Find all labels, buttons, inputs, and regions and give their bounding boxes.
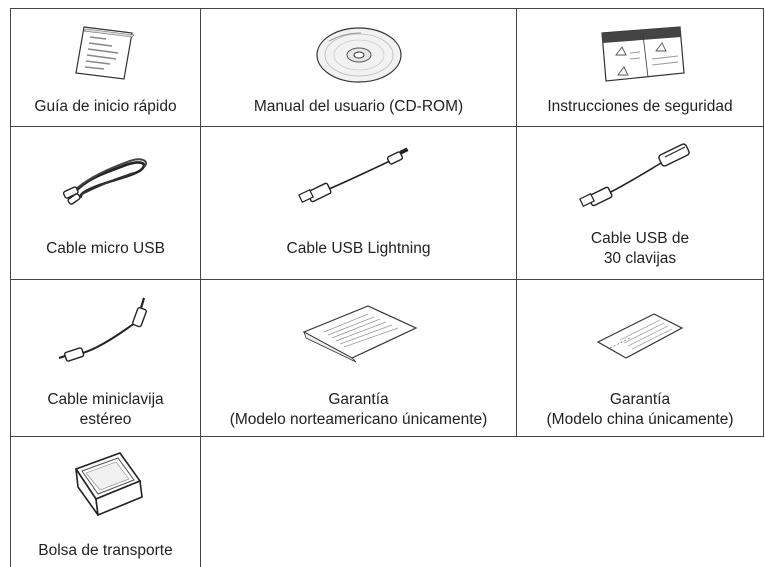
warranty-china-icon: [596, 313, 684, 359]
accessory-cell: Bolsa de transporte: [10, 437, 201, 567]
coiled-cable-icon: [62, 158, 147, 205]
item-label: Garantía: [328, 391, 389, 408]
accessory-cell: Manual del usuario (CD-ROM): [201, 9, 517, 127]
mini-plug-cable-icon: [58, 297, 147, 362]
item-label: Cable miniclavija: [47, 391, 164, 408]
item-label-line2: (Modelo norteamericano únicamente): [229, 411, 488, 428]
item-label: Instrucciones de seguridad: [547, 98, 733, 115]
item-label: Cable micro USB: [46, 240, 165, 257]
item-label: Manual del usuario (CD-ROM): [253, 98, 464, 115]
table-row: Cable miniclavija estéreo Garantía (Mode…: [10, 279, 764, 437]
accessory-cell: Garantía (Modelo norteamericano únicamen…: [201, 280, 517, 437]
table-row: Cable micro USB Cable USB Lightning: [10, 126, 764, 280]
item-label: Garantía: [609, 391, 671, 408]
booklet-icon: [74, 26, 135, 80]
usb-lightning-cable-icon: [297, 147, 408, 204]
item-label: Bolsa de transporte: [38, 542, 173, 559]
accessory-cell: Instrucciones de seguridad: [517, 9, 764, 127]
accessory-cell: Cable micro USB: [10, 127, 201, 280]
item-label-line2: estéreo: [79, 411, 132, 428]
accessories-table: Guía de inicio rápido Manual del usuario…: [10, 8, 764, 567]
accessory-cell: Cable USB Lightning: [201, 127, 517, 280]
accessory-cell: Garantía (Modelo china únicamente): [517, 280, 764, 437]
item-label: Guía de inicio rápido: [34, 98, 177, 115]
item-label: Cable USB Lightning: [286, 240, 431, 257]
item-label: Cable USB de: [590, 230, 690, 247]
item-label-line2: (Modelo china únicamente): [546, 411, 734, 428]
table-divider: [10, 436, 764, 437]
warranty-na-icon: [302, 305, 417, 363]
cd-rom-icon: [315, 27, 402, 83]
carrying-case-icon: [74, 452, 143, 517]
accessory-cell: Cable USB de 30 clavijas: [517, 127, 764, 280]
table-row: Bolsa de transporte: [10, 436, 201, 567]
table-row: Guía de inicio rápido Manual del usuario…: [10, 8, 764, 127]
item-label-line2: 30 clavijas: [603, 250, 677, 267]
accessory-cell: Guía de inicio rápido: [10, 9, 201, 127]
usb-30pin-cable-icon: [579, 143, 690, 208]
accessory-cell: Cable miniclavija estéreo: [10, 280, 201, 437]
safety-sheet-icon: [601, 26, 685, 82]
